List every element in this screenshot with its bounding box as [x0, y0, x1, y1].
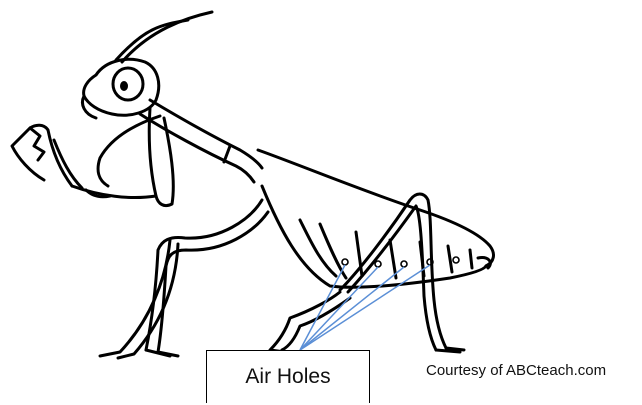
- spiracle: [401, 261, 407, 267]
- air-holes-label: Air Holes: [206, 350, 370, 403]
- front-leg-lower: [100, 240, 178, 358]
- thorax: [140, 100, 262, 182]
- spiracle: [342, 259, 348, 265]
- credit-text: Courtesy of ABCteach.com: [426, 362, 606, 379]
- head: [83, 59, 159, 118]
- front-leg: [12, 108, 173, 206]
- antennae: [116, 12, 212, 62]
- compound-eye: [113, 68, 143, 100]
- spiracle: [453, 257, 459, 263]
- spiracle: [375, 261, 381, 267]
